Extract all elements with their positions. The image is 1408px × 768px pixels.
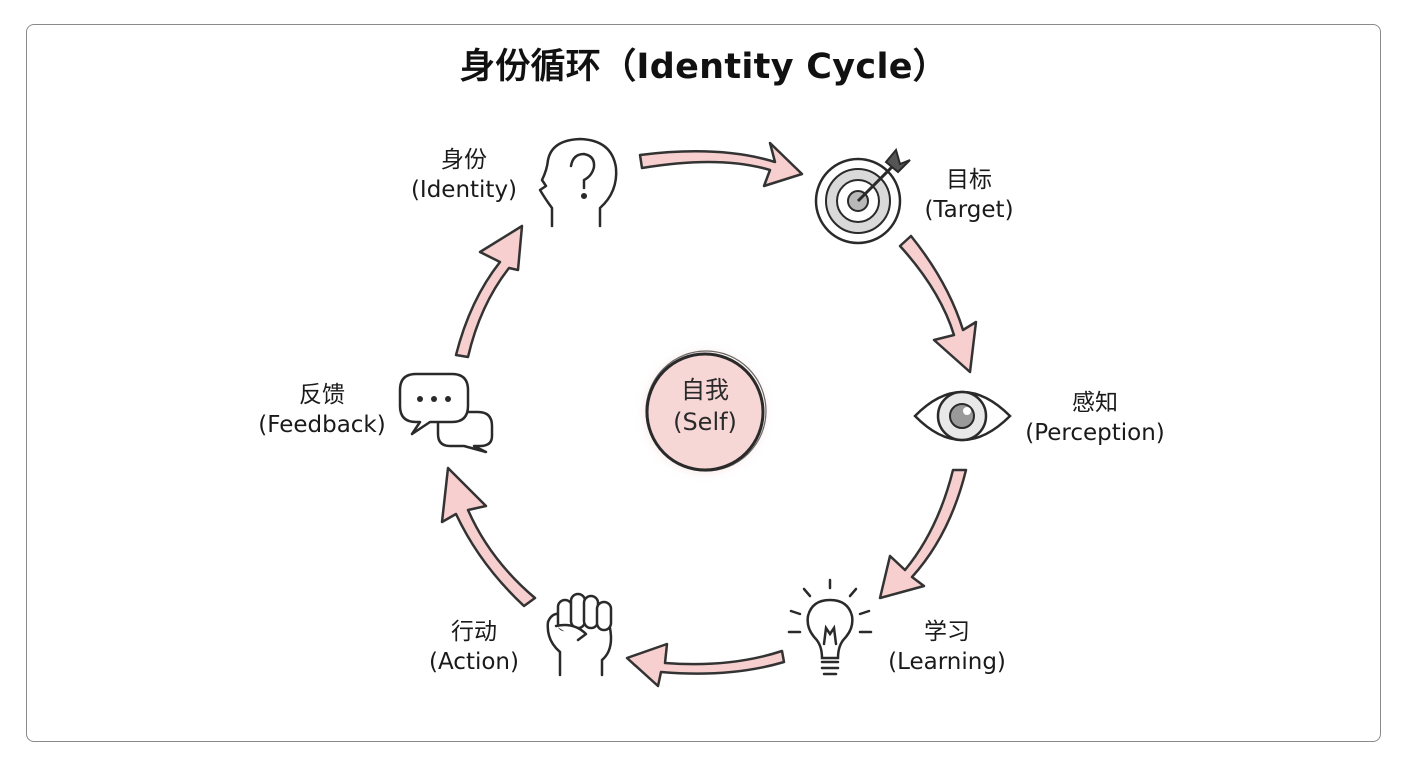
edge-identity-target — [638, 141, 804, 188]
node-label-en: (Identity) — [410, 177, 518, 203]
node-label-zh: 目标 — [946, 167, 992, 193]
node-label-en: (Action) — [429, 649, 519, 675]
center-label: 自我 (Self) — [644, 374, 766, 438]
node-label-en: (Feedback) — [258, 412, 386, 438]
node-label-en: (Target) — [924, 197, 1014, 223]
node-label-zh: 行动 — [451, 619, 497, 645]
node-label-zh: 学习 — [924, 619, 970, 645]
center-node — [645, 350, 767, 472]
center-label-zh: 自我 — [681, 376, 729, 404]
lightbulb-icon — [787, 578, 873, 676]
edge-action-feedback — [440, 466, 537, 608]
node-label-en: (Perception) — [1025, 420, 1165, 446]
node-label-zh: 感知 — [1072, 390, 1118, 416]
speech-bubbles-icon — [398, 372, 494, 454]
node-label-action: 行动 (Action) — [422, 617, 526, 677]
edge-perception-learning — [878, 468, 968, 600]
diagram-title: 身份循环（Identity Cycle） — [459, 47, 949, 87]
center-label-en: (Self) — [673, 408, 737, 436]
fist-icon — [546, 592, 613, 677]
node-label-feedback: 反馈 (Feedback) — [252, 380, 392, 440]
edge-feedback-identity — [454, 224, 524, 359]
node-label-zh: 反馈 — [299, 382, 345, 408]
node-label-identity: 身份 (Identity) — [404, 145, 524, 205]
node-label-en: (Learning) — [888, 649, 1006, 675]
head-question-icon — [538, 137, 618, 228]
edge-target-perception — [898, 234, 978, 374]
eye-icon — [913, 390, 1012, 442]
node-label-target: 目标 (Target) — [914, 165, 1024, 225]
node-label-zh: 身份 — [441, 147, 487, 173]
edge-learning-action — [625, 642, 786, 688]
node-label-learning: 学习 (Learning) — [884, 617, 1010, 677]
target-icon — [814, 147, 911, 245]
node-label-perception: 感知 (Perception) — [1020, 388, 1170, 448]
